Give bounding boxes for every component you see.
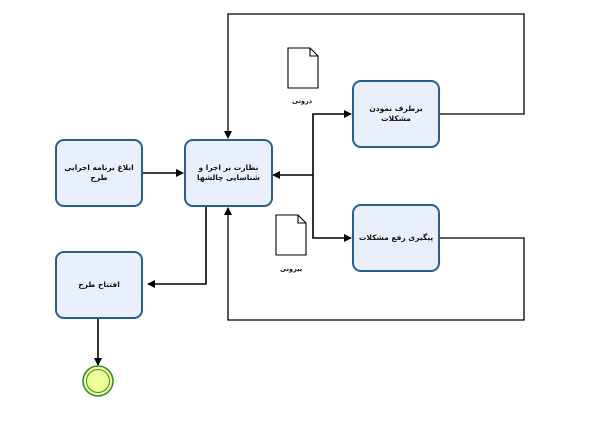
document-icon-external bbox=[275, 214, 307, 256]
task-followup-issues: پیگیری رفع مشکلات bbox=[352, 204, 440, 272]
document-icon-internal bbox=[287, 47, 319, 89]
flow-fork-to-resolve bbox=[312, 110, 352, 175]
end-event-inner bbox=[86, 369, 110, 393]
document-label-internal: درونی bbox=[292, 97, 313, 105]
flow-followup-loop bbox=[224, 207, 525, 321]
document-label-external: بیرونی bbox=[280, 265, 303, 273]
flow-supervision-to-opening bbox=[147, 207, 207, 288]
task-project-opening: افتتاح طرح bbox=[55, 251, 143, 319]
flow-resolve-loop bbox=[224, 13, 525, 139]
task-supervision: نظارت بر اجرا و شناسایی چالشها bbox=[184, 139, 273, 207]
end-event-outer bbox=[82, 365, 114, 397]
flow-fork-to-followup bbox=[312, 175, 352, 242]
task-resolve-issues: برطرف نمودن مشکلات bbox=[352, 80, 440, 148]
task-implementation-notice: ابلاغ برنامه اجرایی طرح bbox=[55, 139, 143, 207]
